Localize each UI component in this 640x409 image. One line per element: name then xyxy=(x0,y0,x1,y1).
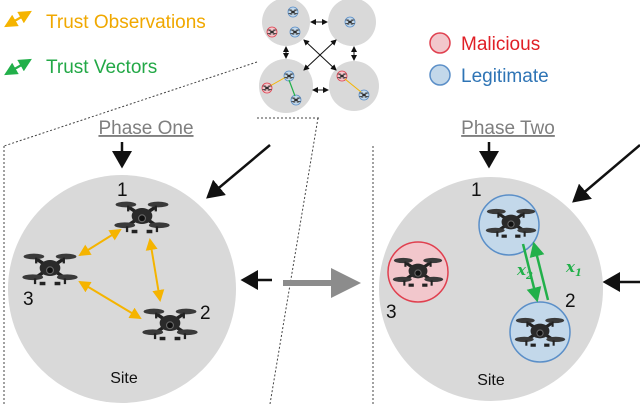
vector-label-x2: x2 xyxy=(516,261,533,282)
trust-vector-x1 xyxy=(529,241,550,301)
legend-legitimate: Legitimate xyxy=(429,64,549,87)
phase-one-site xyxy=(8,175,236,403)
phase-two-panel: Phase Two 1 2 3 x2 x1 Site xyxy=(379,118,640,401)
trust-observations-label: Trust Observations xyxy=(46,12,206,33)
phase-one-label-3: 3 xyxy=(23,289,34,310)
phase-one-label-1: 1 xyxy=(117,180,128,201)
legitimate-label: Legitimate xyxy=(461,66,549,87)
trust-observation-2-3 xyxy=(78,280,142,320)
trust-vector-x2 xyxy=(521,243,542,303)
legend-malicious: Malicious xyxy=(429,32,540,55)
legitimate-swatch-icon xyxy=(429,64,451,86)
phase-two-label-3: 3 xyxy=(386,302,397,323)
phase-two-title: Phase Two xyxy=(461,118,555,139)
trust-vector-arrow-icon xyxy=(4,58,32,76)
trust-observation-arrow-icon xyxy=(4,10,32,28)
malicious-label: Malicious xyxy=(461,34,540,55)
legend-trust-observations: Trust Observations xyxy=(4,10,206,33)
vector-label-x1: x1 xyxy=(565,258,582,279)
phase-two-label-2: 2 xyxy=(565,291,576,312)
phase-one-title: Phase One xyxy=(98,118,193,139)
phase-two-label-1: 1 xyxy=(471,180,482,201)
phase-one-label-2: 2 xyxy=(200,303,211,324)
trust-observation-1-2 xyxy=(145,238,165,302)
phase-two-site-label: Site xyxy=(477,372,505,389)
malicious-swatch-icon xyxy=(429,32,451,54)
trust-vectors-label: Trust Vectors xyxy=(46,57,157,78)
phase-one-site-label: Site xyxy=(110,370,138,387)
phase-one-panel: Phase One 1 2 3 Site xyxy=(8,118,272,403)
overview-mini-sites xyxy=(3,0,379,405)
mini-site-top-left xyxy=(262,0,310,46)
legend-trust-vectors: Trust Vectors xyxy=(4,57,157,78)
trust-observation-1-3 xyxy=(78,228,122,257)
